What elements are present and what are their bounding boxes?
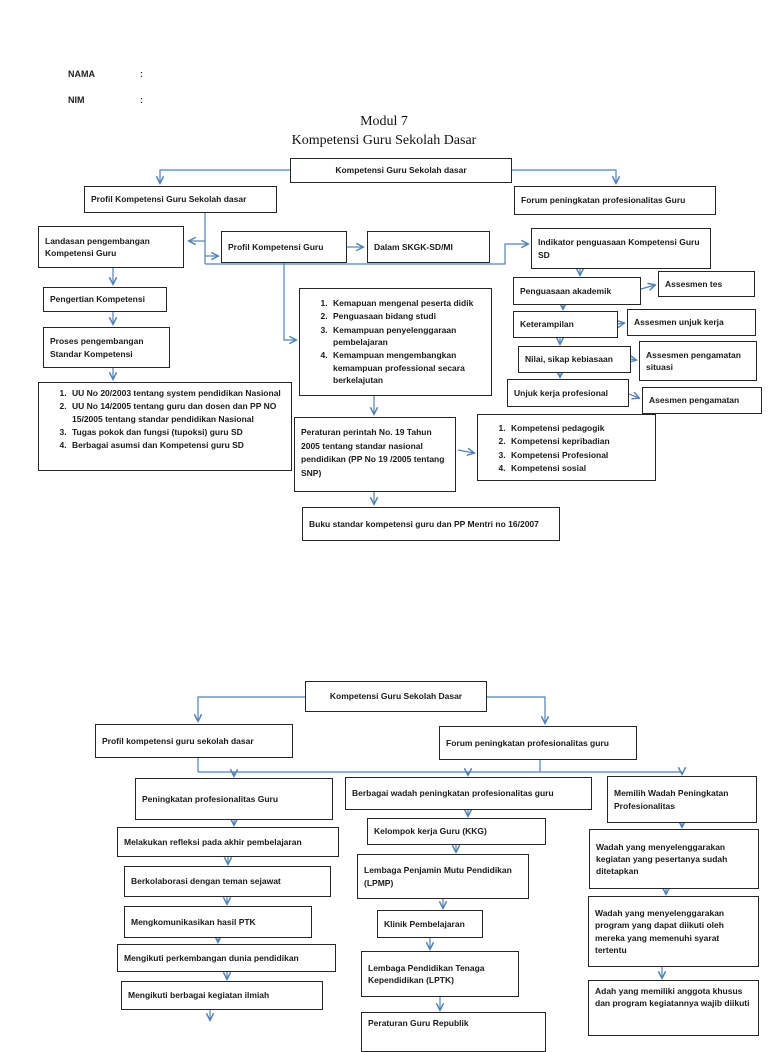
page-title: Modul 7 Kompetensi Guru Sekolah Dasar [0,112,768,150]
d2-col3-item: Wadah yang menyelenggarakan program yang… [588,896,759,967]
list-item: Kompetensi pedagogik [508,422,610,434]
landasan-list: UU No 20/2003 tentang system pendidikan … [45,387,285,453]
module-subtitle: Kompetensi Guru Sekolah Dasar [291,133,477,148]
flow-arrow [512,169,616,183]
d1-skgk: Dalam SKGK-SD/MI [367,231,490,263]
d2-col3-item-clipped: Adah yang memiliki anggota khusus dan pr… [588,980,759,1036]
d1-landasan-list: UU No 20/2003 tentang system pendidikan … [38,382,292,471]
d2-col1-item: Mengkomunikasikan hasil PTK [124,906,312,938]
list-item: Tugas pokok dan fungsi (tupoksi) guru SD [69,426,283,438]
d2-col3-item: Wadah yang menyelenggarakan kegiatan yan… [589,829,759,889]
list-item: Penguasaan bidang studi [330,310,483,322]
d2-col2-item: Kelompok kerja Guru (KKG) [367,818,546,845]
flow-arrow [457,450,474,453]
document-page: { "header": { "nama": "NAMA", "nim": "NI… [0,0,768,1024]
d2-col1-item: Berkolaborasi dengan teman sejawat [124,866,331,897]
d1-profil: Profil Kompetensi Guru [221,231,347,263]
d1-asesmen-pengamatan: Asesmen pengamatan [642,387,762,414]
d1-indikator: Indikator penguasaan Kompetensi Guru SD [531,228,711,269]
flow-arrow [160,169,290,183]
list-item: Kemapuan mengenal peserta didik [330,297,483,309]
list-item: Kemampuan penyelenggaraan pembelajaran [330,324,483,349]
flow-arrow [198,696,305,721]
d2-root: Kompetensi Guru Sekolah Dasar [305,681,487,712]
nim-colon: : [140,95,143,105]
d1-forum: Forum peningkatan profesionalitas Guru [514,186,716,215]
d2-profil: Profil kompetensi guru sekolah dasar [95,724,293,758]
d1-assesmen-tes: Assesmen tes [658,271,755,297]
d2-col2-head: Berbagai wadah peningkatan profesionalit… [345,777,592,810]
flow-arrow [487,696,545,723]
d1-proses: Proses pengembangan Standar Kompetensi [43,327,170,368]
list-item: Kompetensi sosial [508,462,610,474]
list-item: Berbagai asumsi dan Kompetensi guru SD [69,439,283,451]
flow-arrow [640,285,655,289]
d2-col3-head: Memilih Wadah Peningkatan Profesionalita… [607,776,757,823]
list-item: UU No 20/2003 tentang system pendidikan … [69,387,283,399]
d1-peraturan: Peraturan perintah No. 19 Tahun 2005 ten… [294,417,456,492]
kompetensi-list: Kompetensi pedagogik Kompetensi kepribad… [484,422,612,475]
d1-unjuk-kerja: Unjuk kerja profesional [507,379,629,407]
d2-col2-item: Lembaga Pendidikan Tenaga Kependidikan (… [361,951,519,997]
d2-col1-item: Melakukan refleksi pada akhir pembelajar… [117,827,339,857]
connector-lines [0,169,768,1024]
d1-assesmen-situasi: Assesmen pengamatan situasi [639,341,757,381]
kemampuan-list: Kemapuan mengenal peserta didik Penguasa… [306,297,485,387]
d1-buku: Buku standar kompetensi guru dan PP Ment… [302,507,560,541]
d1-kemampuan-list: Kemapuan mengenal peserta didik Penguasa… [299,288,492,396]
d1-assesmen-unjuk: Assesmen unjuk kerja [627,309,756,336]
flow-arrow [631,359,636,360]
module-title: Modul 7 [360,114,408,129]
d1-profil-sd: Profil Kompetensi Guru Sekolah dasar [84,186,277,213]
d1-kompetensi-list: Kompetensi pedagogik Kompetensi kepribad… [477,414,656,481]
list-item: UU No 14/2005 tentang guru dan dosen dan… [69,400,283,425]
d2-forum: Forum peningkatan profesionalitas guru [439,726,637,760]
nim-label: NIM [68,95,85,105]
d2-col1-item: Mengikuti perkembangan dunia pendidikan [117,944,336,972]
d2-col2-item: Klinik Pembelajaran [377,910,483,938]
d2-col2-item: Lembaga Penjamin Mutu Pendidikan (LPMP) [357,854,529,899]
flow-arrow [628,394,639,398]
d2-col2-item-clipped: Peraturan Guru Republik [361,1012,546,1052]
d2-col1-head: Peningkatan profesionalitas Guru [135,778,333,820]
d2-col1-item: Mengikuti berbagai kegiatan ilmiah [121,981,323,1010]
d1-root: Kompetensi Guru Sekolah dasar [290,158,512,183]
d1-penguasaan: Penguasaan akademik [513,277,641,305]
flow-arrow [618,323,624,324]
nama-colon: : [140,69,143,79]
list-item: Kompetensi kepribadian [508,435,610,447]
d1-landasan: Landasan pengembangan Kompetensi Guru [38,226,184,268]
list-item: Kompetensi Profesional [508,449,610,461]
nim-field: NIM : [68,95,143,105]
flow-arrow [205,244,528,265]
nama-field: NAMA : [68,69,143,79]
d1-keterampilan: Keterampilan [513,311,618,338]
list-item: Kemampuan mengembangkan kemampuan profes… [330,349,483,386]
d1-pengertian: Pengertian Kompetensi [43,287,167,312]
nama-label: NAMA [68,69,95,79]
d1-nilai: Nilai, sikap kebiasaan [518,346,631,373]
flow-arrow [283,263,296,340]
